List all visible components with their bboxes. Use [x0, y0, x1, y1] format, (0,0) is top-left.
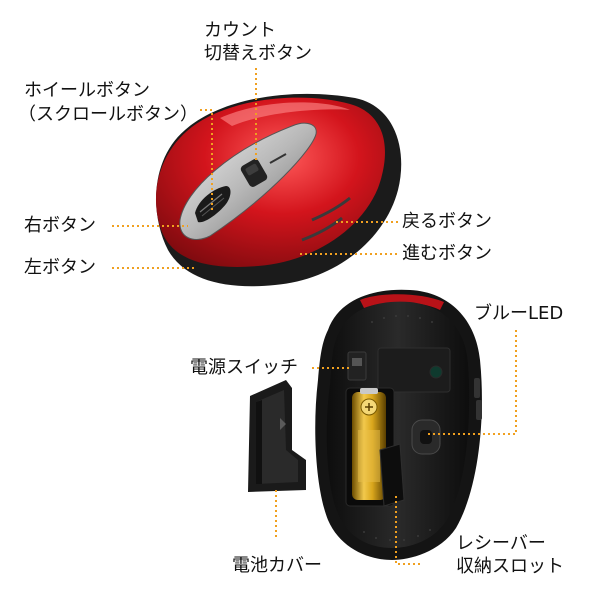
label-wheel-line1: ホイールボタン — [24, 80, 150, 101]
label-left-button: 左ボタン — [24, 257, 96, 278]
label-wheel-line2: （スクロールボタン） — [18, 104, 198, 125]
label-forward-button: 進むボタン — [402, 243, 492, 264]
blue-led-window — [429, 365, 443, 379]
aa-battery — [352, 388, 386, 500]
label-count-switch-line2: 切替えボタン — [204, 43, 312, 64]
mouse-top-view — [155, 93, 402, 287]
label-blue-led: ブルーLED — [474, 303, 564, 324]
mouse-bottom-view — [315, 289, 482, 560]
receiver-slot-part — [379, 443, 405, 507]
leader-lines — [112, 68, 517, 565]
back-button-shape[interactable] — [311, 196, 351, 222]
count-switch-button[interactable] — [239, 158, 268, 189]
forward-button-shape[interactable] — [301, 216, 343, 242]
label-receiver-slot-line1: レシーバー — [456, 533, 546, 554]
label-power-switch: 電源スイッチ — [190, 357, 298, 378]
battery-cover-part — [248, 380, 306, 492]
label-back-button: 戻るボタン — [402, 211, 492, 232]
label-battery-cover: 電池カバー — [232, 555, 322, 576]
power-switch-part[interactable] — [347, 351, 367, 381]
optical-sensor — [411, 419, 441, 455]
label-receiver-slot-line2: 収納スロット — [456, 556, 564, 577]
label-right-button: 右ボタン — [24, 215, 96, 236]
label-count-switch-line1: カウント — [204, 20, 276, 41]
